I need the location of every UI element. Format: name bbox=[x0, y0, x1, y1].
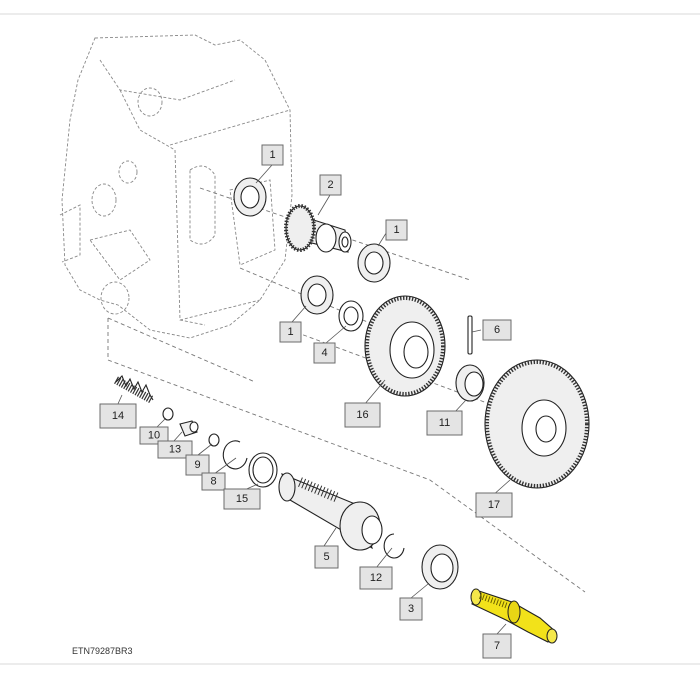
spring-part-14 bbox=[114, 375, 154, 404]
ring-part-15 bbox=[248, 452, 278, 488]
callout-16[interactable]: 16 bbox=[344, 402, 381, 428]
snap-ring-part-8 bbox=[222, 440, 248, 470]
svg-text:6: 6 bbox=[494, 324, 500, 336]
shaft-part-7-highlighted bbox=[470, 588, 558, 644]
svg-text:13: 13 bbox=[169, 444, 181, 456]
callout-8[interactable]: 8 bbox=[201, 472, 226, 491]
callout-6[interactable]: 6 bbox=[482, 319, 512, 341]
svg-text:14: 14 bbox=[112, 410, 124, 422]
svg-text:10: 10 bbox=[148, 430, 160, 442]
svg-text:16: 16 bbox=[356, 409, 368, 421]
plunger-part-13 bbox=[179, 420, 199, 437]
pin-part-6 bbox=[467, 315, 473, 355]
drawing-code-label: ETN79287BR3 bbox=[72, 646, 133, 656]
svg-text:1: 1 bbox=[269, 149, 275, 161]
svg-text:12: 12 bbox=[370, 572, 382, 584]
callout-15[interactable]: 15 bbox=[223, 488, 261, 510]
svg-text:4: 4 bbox=[321, 347, 327, 359]
callout-10[interactable]: 10 bbox=[139, 426, 169, 445]
svg-text:5: 5 bbox=[323, 551, 329, 563]
transmission-housing bbox=[59, 34, 293, 339]
bearing-part-3 bbox=[421, 544, 459, 590]
splined-sleeve-part-5 bbox=[278, 472, 383, 551]
callout-11[interactable]: 11 bbox=[426, 410, 463, 436]
svg-text:7: 7 bbox=[494, 640, 500, 652]
callout-4[interactable]: 4 bbox=[313, 342, 336, 364]
svg-text:11: 11 bbox=[439, 417, 450, 429]
ring-part-9 bbox=[208, 433, 220, 447]
svg-text:1: 1 bbox=[393, 224, 399, 236]
callout-9[interactable]: 9 bbox=[185, 454, 210, 476]
callout-1-upper[interactable]: 1 bbox=[261, 144, 284, 166]
callout-7[interactable]: 7 bbox=[482, 633, 512, 659]
bearing-part-1-upper bbox=[233, 177, 267, 217]
bearing-part-1-lower bbox=[300, 275, 334, 315]
callout-17[interactable]: 17 bbox=[475, 492, 513, 518]
gear-part-17 bbox=[484, 359, 590, 489]
svg-text:9: 9 bbox=[194, 459, 200, 471]
gear-part-16 bbox=[364, 295, 446, 397]
callout-1-lower[interactable]: 1 bbox=[279, 321, 302, 343]
callout-1-right[interactable]: 1 bbox=[385, 219, 408, 241]
callout-14[interactable]: 14 bbox=[99, 403, 137, 429]
callout-5[interactable]: 5 bbox=[314, 545, 339, 569]
svg-text:1: 1 bbox=[287, 326, 293, 338]
needle-bearing-part-11 bbox=[455, 364, 485, 402]
callout-13[interactable]: 13 bbox=[157, 440, 193, 459]
callout-3[interactable]: 3 bbox=[399, 597, 423, 621]
svg-text:15: 15 bbox=[236, 493, 248, 505]
callout-2[interactable]: 2 bbox=[319, 174, 342, 196]
gear-shaft-part-2 bbox=[284, 204, 352, 253]
svg-text:2: 2 bbox=[327, 179, 333, 191]
svg-text:3: 3 bbox=[408, 603, 414, 615]
snap-ring-part-10 bbox=[162, 407, 174, 421]
svg-text:8: 8 bbox=[210, 476, 216, 488]
svg-text:17: 17 bbox=[488, 499, 500, 511]
thrust-washer-part-4 bbox=[338, 300, 364, 332]
bearing-part-1-right bbox=[357, 243, 391, 283]
callout-12[interactable]: 12 bbox=[359, 566, 393, 590]
